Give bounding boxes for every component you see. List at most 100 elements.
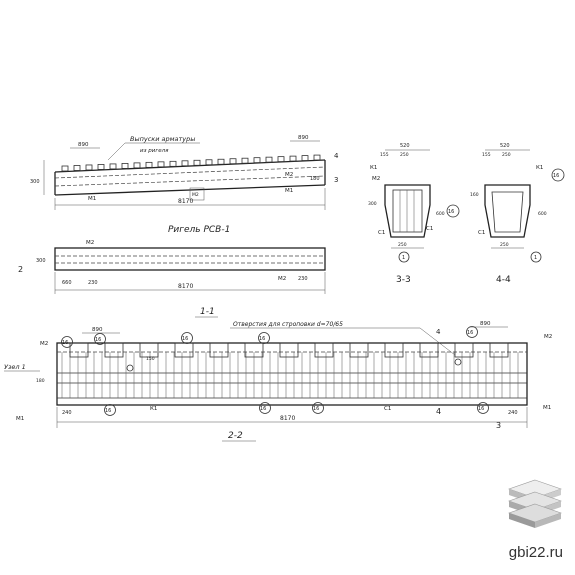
section-2-2-label: 2-2 bbox=[228, 431, 243, 441]
balloon-16-h: 16 bbox=[478, 406, 484, 412]
balloon-16-s3-text: 16 bbox=[448, 209, 454, 215]
section-4-mark-22-top: 4 bbox=[436, 328, 441, 336]
dim-230-plan: 230 bbox=[88, 280, 98, 286]
mark-m2-22-right: М2 bbox=[544, 334, 552, 340]
loop bbox=[69, 342, 89, 358]
loop bbox=[209, 342, 229, 358]
dim-250-s3: 250 bbox=[400, 152, 409, 158]
balloon-16-e: 16 bbox=[105, 408, 111, 414]
mark-c1-s3: С1 bbox=[378, 230, 385, 236]
dim-150-22: 150 bbox=[146, 356, 155, 362]
rebar-outlets bbox=[61, 154, 321, 172]
loop bbox=[139, 342, 159, 358]
balloon-1-s4-text: 1 bbox=[534, 255, 537, 261]
mark-m2-plan: М2 bbox=[86, 240, 94, 246]
loop bbox=[489, 342, 509, 358]
beam-title: Ригель РСВ-1 bbox=[168, 225, 230, 235]
mark-m1-22: М1 bbox=[16, 416, 24, 422]
dim-240-right: 240 bbox=[508, 410, 518, 416]
dim-890-left: 890 bbox=[78, 142, 89, 148]
outlet-tooth bbox=[217, 158, 225, 165]
dim-890-22-left: 890 bbox=[92, 327, 103, 333]
section-1-1-label: 1-1 bbox=[200, 307, 215, 317]
mark-m2-s3: М2 bbox=[372, 176, 380, 182]
loop bbox=[314, 342, 334, 358]
loop bbox=[419, 342, 439, 358]
section-3-mark-22: 3 bbox=[496, 421, 501, 430]
site-logo-icon bbox=[508, 479, 562, 528]
outlet-tooth bbox=[265, 156, 273, 163]
section-3-3-label: 3-3 bbox=[396, 275, 411, 285]
balloon-1-s4 bbox=[530, 251, 542, 263]
mark-c1-s4: С1 bbox=[478, 230, 485, 236]
dim-160-s4: 160 bbox=[470, 192, 479, 198]
loop bbox=[454, 342, 474, 358]
node-label: Узел 1 bbox=[4, 363, 26, 371]
mark-k1-s3: К1 bbox=[370, 165, 377, 171]
dim-250-s4: 250 bbox=[502, 152, 511, 158]
balloon-16-b: 16 bbox=[95, 337, 101, 343]
outlet-tooth bbox=[181, 160, 189, 167]
dim-230-plan-right: 230 bbox=[298, 276, 308, 282]
dim-length-22: 8170 bbox=[280, 415, 295, 422]
lifting-hole-right bbox=[454, 358, 462, 366]
outlets-note-sub: из ригеля bbox=[140, 148, 169, 154]
dim-600-s4: 600 bbox=[538, 211, 547, 217]
site-watermark: gbi22.ru bbox=[508, 544, 563, 561]
outlet-tooth bbox=[301, 155, 309, 162]
dim-520-s3: 520 bbox=[400, 143, 410, 149]
section-4-4-view: 520 155 250 К1 160 600 С1 250 16 1 4-4 bbox=[470, 143, 565, 285]
balloon-16-d: 16 bbox=[259, 336, 265, 342]
mark-m2-top: М2 bbox=[285, 172, 293, 178]
section-2-mark: 2 bbox=[18, 265, 23, 274]
lifting-hole-left bbox=[126, 364, 134, 372]
balloon-1-s3 bbox=[398, 251, 410, 263]
dim-660-plan: 660 bbox=[62, 280, 72, 286]
dim-height-top: 300 bbox=[30, 179, 40, 185]
balloon-16-f: 16 bbox=[260, 406, 266, 412]
loop bbox=[244, 342, 264, 358]
balloon-16-s4 bbox=[551, 168, 565, 182]
outlet-tooth bbox=[229, 158, 237, 165]
mark-m2-22: М2 bbox=[40, 341, 48, 347]
loop bbox=[279, 342, 299, 358]
balloon-16-s3 bbox=[446, 204, 460, 218]
outlet-tooth bbox=[133, 162, 141, 169]
outlet-tooth bbox=[241, 157, 249, 164]
section-4-4-label: 4-4 bbox=[496, 275, 511, 285]
mark-k1-22: К1 bbox=[150, 406, 157, 412]
section-4-mark-22: 4 bbox=[436, 407, 441, 416]
mark-c1-s3-right: С1 bbox=[426, 226, 433, 232]
stirrups bbox=[61, 352, 519, 398]
stamp-m2: М2 bbox=[192, 192, 199, 198]
dim-155-s3: 155 bbox=[380, 152, 389, 158]
plan-view: 8170 660 230 М2 М2 230 2 300 bbox=[18, 240, 326, 294]
dim-180-top: 180 bbox=[310, 176, 320, 182]
outlet-tooth bbox=[157, 161, 165, 168]
outlets-note: Выпуски арматуры bbox=[130, 135, 195, 143]
loop bbox=[384, 342, 404, 358]
outlet-tooth bbox=[61, 165, 69, 172]
outlet-tooth bbox=[193, 159, 201, 166]
mark-m2-plan-right: М2 bbox=[278, 276, 286, 282]
outlet-tooth bbox=[109, 163, 117, 170]
balloon-16-i: 16 bbox=[467, 330, 473, 336]
loops bbox=[69, 342, 509, 358]
dim-520-s4: 520 bbox=[500, 143, 510, 149]
balloon-16-s4-text: 16 bbox=[553, 173, 559, 179]
loop bbox=[349, 342, 369, 358]
outlet-tooth bbox=[253, 157, 261, 164]
balloon-16-g: 16 bbox=[313, 406, 319, 412]
loop bbox=[174, 342, 194, 358]
balloon-1-s3-text: 1 bbox=[402, 255, 405, 261]
mark-k1-s4: К1 bbox=[536, 165, 543, 171]
outlet-tooth bbox=[97, 164, 105, 170]
dim-300-plan: 300 bbox=[36, 258, 46, 264]
dim-180-22: 180 bbox=[36, 378, 45, 384]
outlet-tooth bbox=[169, 160, 177, 167]
mark-m1-22-right: М1 bbox=[543, 405, 551, 411]
outlet-tooth bbox=[277, 156, 285, 163]
dim-155-s4: 155 bbox=[482, 152, 491, 158]
elevation-view: 8170 890 890 300 Выпуски арматуры из риг… bbox=[30, 135, 339, 210]
